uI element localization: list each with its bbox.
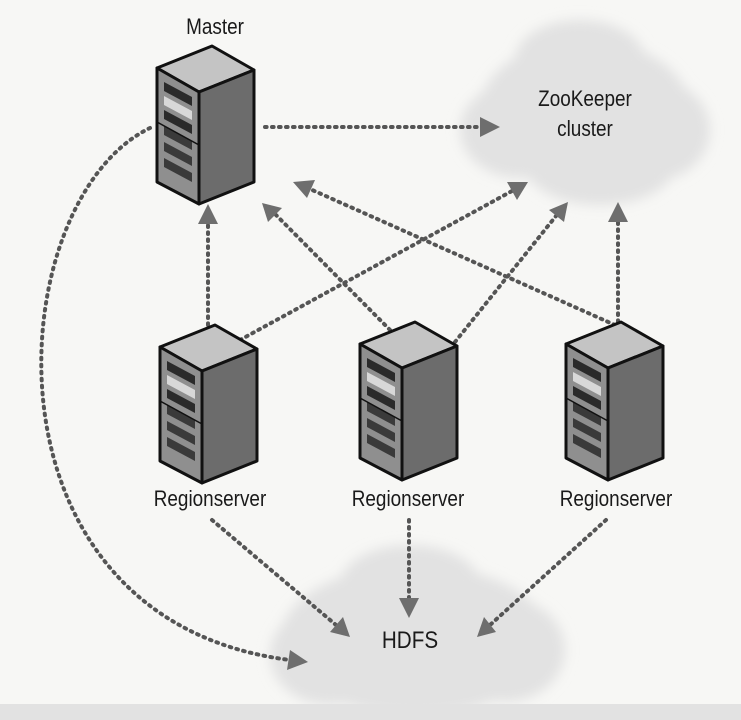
edge-master-to-hdfs [39, 126, 308, 670]
regionserver-2-label: Regionserver [351, 486, 465, 511]
edge-master-to-zookeeper [263, 117, 500, 137]
edge-rs2-to-zookeeper [453, 202, 568, 344]
zookeeper-label-line1: ZooKeeper [538, 86, 632, 111]
regionserver-3-label: Regionserver [559, 486, 673, 511]
zookeeper-cloud [460, 20, 710, 205]
edge-rs2-to-hdfs [399, 518, 419, 618]
regionserver-2-server-icon [358, 320, 459, 482]
edge-rs2-to-master [262, 203, 397, 337]
regionserver-3-server-icon [564, 320, 665, 482]
edge-rs3-to-zookeeper [608, 202, 628, 324]
edge-rs1-to-zookeeper [238, 182, 528, 342]
bottom-edge-strip [0, 704, 741, 720]
edge-rs1-to-hdfs [210, 518, 350, 637]
edge-rs3-to-hdfs [477, 518, 608, 637]
edge-rs3-to-master [293, 180, 617, 327]
hdfs-label: HDFS [381, 627, 439, 654]
zookeeper-cluster-label: ZooKeeper cluster [516, 84, 654, 144]
zookeeper-label-line2: cluster [557, 116, 613, 141]
edge-rs1-to-master [198, 204, 218, 327]
regionserver-1-server-icon [158, 323, 259, 485]
master-label: Master [186, 14, 244, 39]
regionserver-1-label: Regionserver [153, 486, 267, 511]
master-server-icon [155, 44, 256, 206]
